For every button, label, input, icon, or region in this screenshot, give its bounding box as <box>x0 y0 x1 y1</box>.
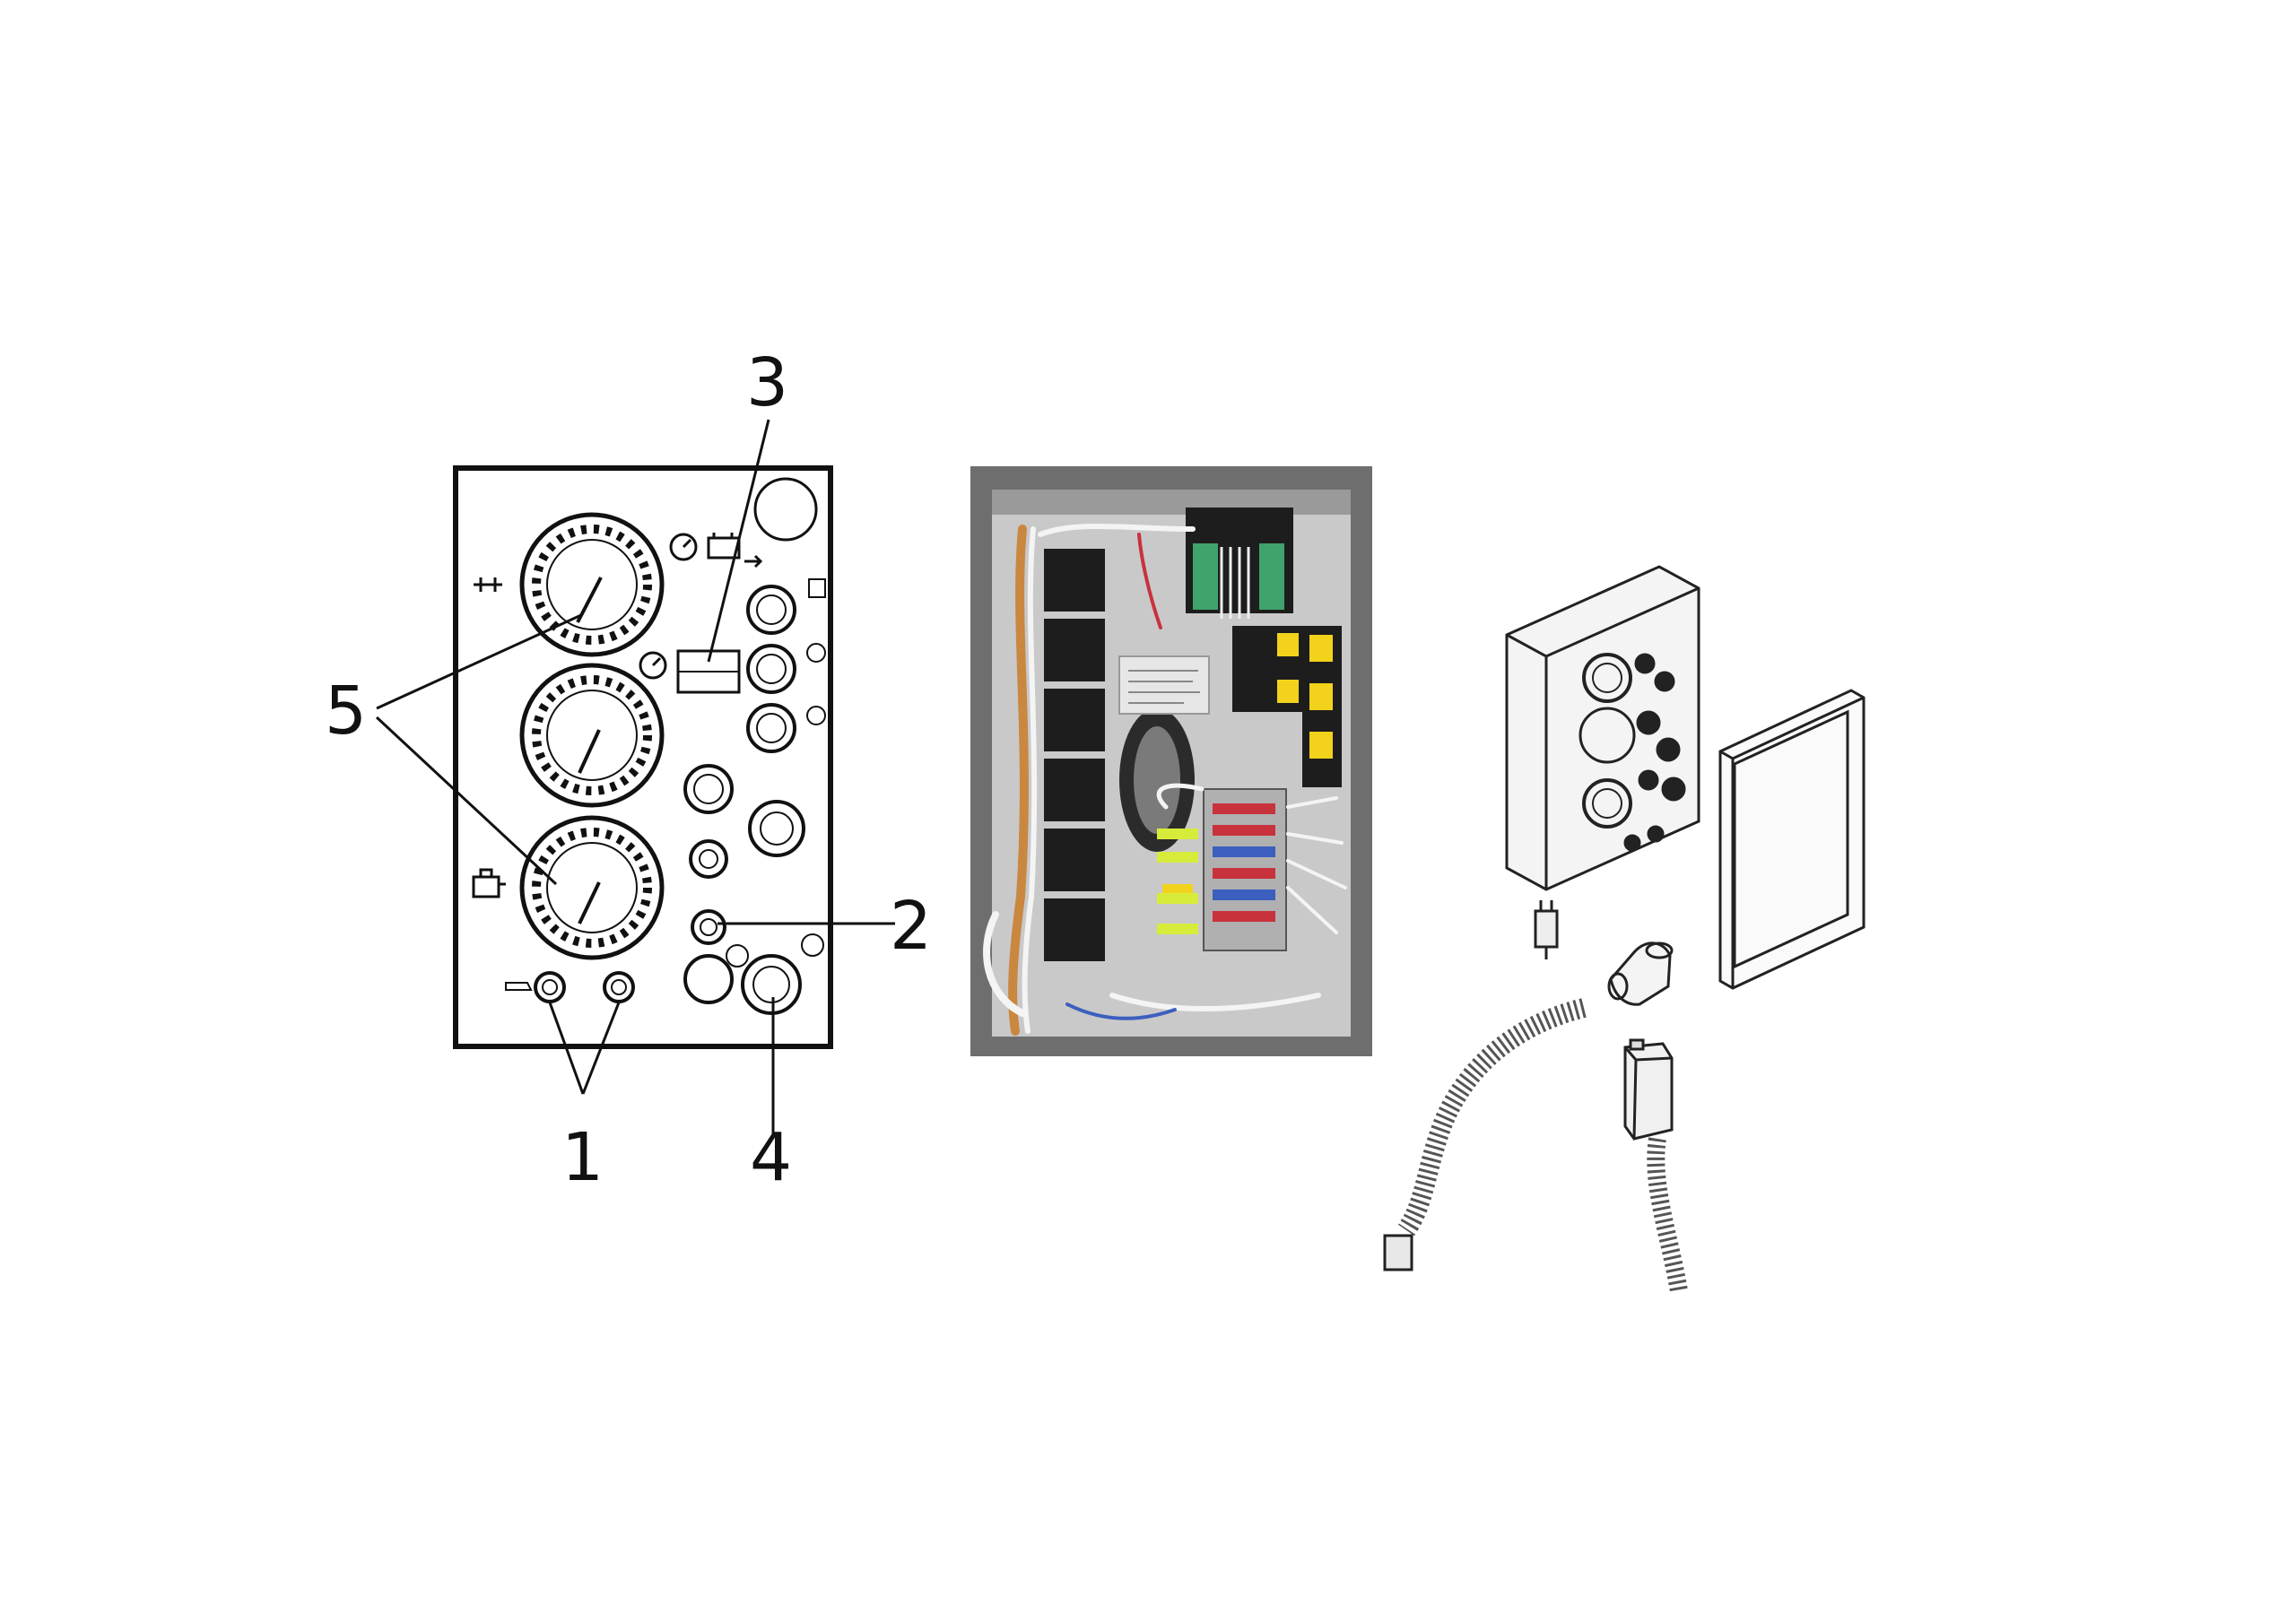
relay-block-right <box>1232 626 1342 787</box>
callout-labels: 3 5 2 1 4 <box>325 344 932 1196</box>
terminal-block <box>1186 508 1293 619</box>
gauge-bottom <box>519 815 665 960</box>
relay-plug-icon <box>1534 900 1559 959</box>
battery-icon <box>707 533 763 568</box>
leader-lines <box>375 419 895 1137</box>
relay-column <box>1044 549 1105 961</box>
switch-cluster <box>683 764 824 1015</box>
elbow-fitting-icon <box>1607 941 1674 1006</box>
panel-outline <box>453 465 833 1049</box>
key-icon <box>748 800 805 857</box>
wire-harness <box>983 523 1347 1036</box>
gauge-top <box>519 512 665 657</box>
toggle-switches <box>505 971 635 1003</box>
gauge-icon <box>639 533 698 680</box>
control-panel-drawing <box>375 419 895 1137</box>
engine-icon <box>472 868 506 898</box>
callout-4: 4 <box>750 1119 792 1196</box>
fuse-block <box>1203 788 1287 951</box>
indicator-lamps <box>746 578 826 753</box>
panel-round-plug <box>753 477 818 542</box>
connector-housing-icon <box>1623 1038 1674 1141</box>
callout-3: 3 <box>746 344 788 421</box>
callout-2: 2 <box>890 888 932 965</box>
lamp-icon <box>741 954 802 1015</box>
callout-5: 5 <box>325 672 367 750</box>
crimp-connectors <box>1157 829 1198 934</box>
conduit-hose-icon <box>1383 998 1688 1293</box>
control-box-photo <box>970 466 1372 1056</box>
callout-1: 1 <box>561 1119 604 1196</box>
parts-kit-illustration <box>1383 565 1866 1293</box>
control-box-icon <box>1505 565 1700 891</box>
gasket-frame-icon <box>1718 689 1866 990</box>
label-sticker <box>1118 655 1210 715</box>
fuel-icon <box>474 577 502 592</box>
gauge-middle <box>519 663 665 808</box>
